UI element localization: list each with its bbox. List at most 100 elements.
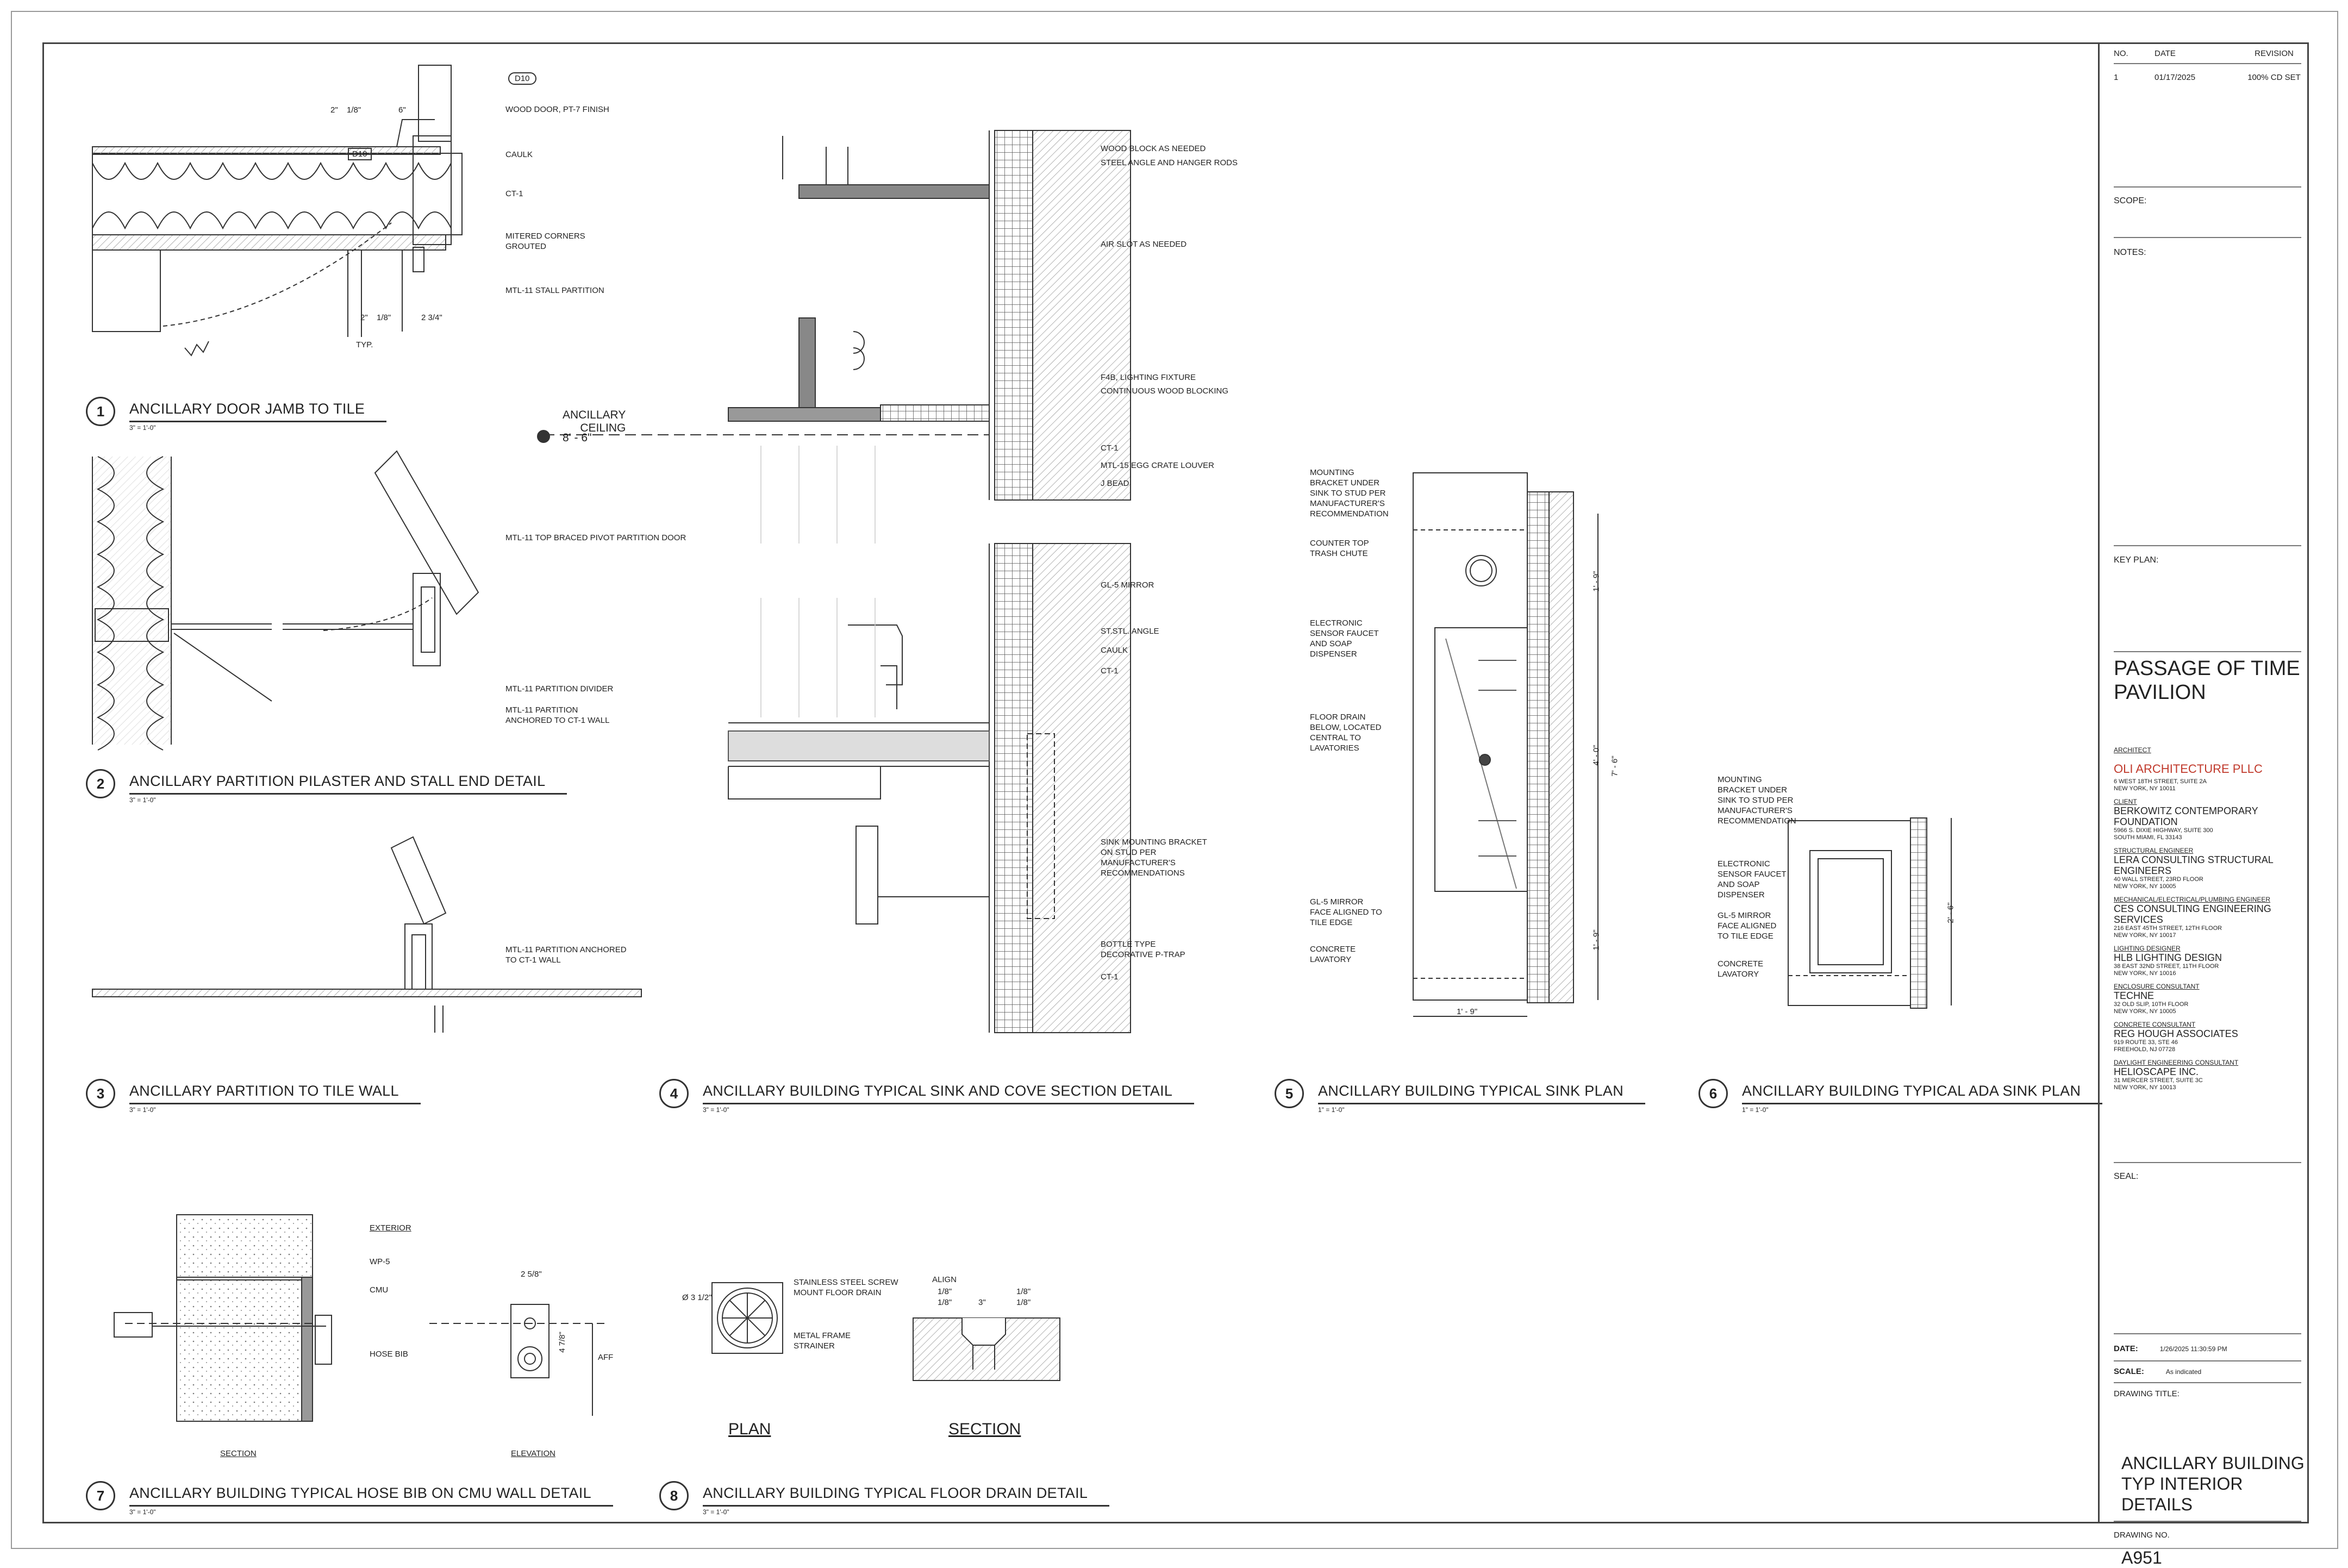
rev-col-revision: REVISION bbox=[2255, 49, 2294, 58]
dimension: 2" bbox=[360, 313, 368, 322]
detail-scale: 3" = 1'-0" bbox=[129, 1106, 156, 1114]
team-name: BERKOWITZ CONTEMPORARY FOUNDATION bbox=[2114, 805, 2258, 827]
dimension: 2 5/8" bbox=[521, 1270, 542, 1279]
callout-label: WOOD BLOCK AS NEEDED bbox=[1101, 144, 1206, 153]
callout-label: HOSE BIB bbox=[370, 1350, 408, 1359]
callout-label: BOTTLE TYPE DECORATIVE P-TRAP bbox=[1101, 940, 1185, 959]
team-role: ARCHITECT bbox=[2114, 746, 2151, 754]
notes-label: NOTES: bbox=[2114, 248, 2146, 257]
callout-label: MTL-11 STALL PARTITION bbox=[505, 286, 604, 295]
detail-number: 7 bbox=[86, 1481, 115, 1510]
callout-label: COUNTER TOP TRASH CHUTE bbox=[1310, 539, 1369, 558]
callout-label: WP-5 bbox=[370, 1257, 390, 1266]
detail-scale: 3" = 1'-0" bbox=[129, 1508, 156, 1516]
team-name: HELIOSCAPE INC. bbox=[2114, 1066, 2199, 1077]
team-address: 32 OLD SLIP, 10TH FLOOR NEW YORK, NY 100… bbox=[2114, 1001, 2189, 1015]
team-name: CES CONSULTING ENGINEERING SERVICES bbox=[2114, 903, 2271, 925]
detail-title: ANCILLARY BUILDING TYPICAL SINK PLAN bbox=[1318, 1083, 1646, 1104]
detail-5-drawing bbox=[1413, 472, 1598, 1017]
ceiling-height: 8' - 6" bbox=[563, 432, 592, 444]
detail-number: 6 bbox=[1698, 1079, 1728, 1108]
callout-label: MOUNTING BRACKET UNDER SINK TO STUD PER … bbox=[1310, 468, 1389, 518]
detail-4-drawing bbox=[537, 130, 1131, 1033]
callout-label: WOOD DOOR, PT-7 FINISH bbox=[505, 105, 609, 114]
callout-label: CMU bbox=[370, 1285, 389, 1295]
view-label: SECTION bbox=[220, 1449, 257, 1458]
architect-logo: OLI ARCHITECTURE PLLC bbox=[2114, 754, 2309, 778]
detail-scale: 1" = 1'-0" bbox=[1742, 1106, 1769, 1114]
revision-row: 1 01/17/2025 100% CD SET bbox=[2114, 73, 2315, 82]
drawing-number: A951 bbox=[2121, 1548, 2162, 1567]
ceiling-label: ANCILLARY CEILING bbox=[563, 409, 626, 434]
callout-label: CAULK bbox=[505, 150, 533, 159]
team-role: CONCRETE CONSULTANT bbox=[2114, 1021, 2196, 1028]
detail-number: 5 bbox=[1275, 1079, 1304, 1108]
callout-label: MTL-11 PARTITION DIVIDER bbox=[505, 684, 614, 694]
date-label: DATE: bbox=[2114, 1344, 2138, 1353]
dimension: 1' - 9" bbox=[1457, 1007, 1478, 1016]
callout-label: CT-1 bbox=[505, 189, 523, 198]
team-address: 5966 S. DIXIE HIGHWAY, SUITE 300 SOUTH M… bbox=[2114, 827, 2213, 841]
callout-label: MTL-11 PARTITION ANCHORED TO CT-1 WALL bbox=[505, 945, 627, 965]
drawing-title-label: DRAWING TITLE: bbox=[2114, 1389, 2180, 1398]
callout-label: ST.STL. ANGLE bbox=[1101, 627, 1159, 636]
team-name: LERA CONSULTING STRUCTURAL ENGINEERS bbox=[2114, 854, 2274, 876]
callout-label: STEEL ANGLE AND HANGER RODS bbox=[1101, 158, 1238, 167]
team-name: HLB LIGHTING DESIGN bbox=[2114, 952, 2222, 963]
callout-label: MTL-11 TOP BRACED PIVOT PARTITION DOOR bbox=[505, 533, 686, 542]
key-plan-label: KEY PLAN: bbox=[2114, 555, 2159, 565]
detail-number: 2 bbox=[86, 769, 115, 798]
project-team: ARCHITECT OLI ARCHITECTURE PLLC 6 WEST 1… bbox=[2114, 741, 2309, 1091]
dimension: 2" bbox=[330, 105, 338, 115]
callout-label: MTL-15 EGG CRATE LOUVER bbox=[1101, 461, 1214, 470]
dimension: 2' - 6" bbox=[1946, 902, 1956, 923]
rev-col-no: NO. bbox=[2114, 49, 2128, 58]
dimension: TYP. bbox=[356, 340, 373, 349]
project-name: PASSAGE OF TIME PAVILION bbox=[2114, 657, 2300, 704]
scale-row: SCALE:As indicated bbox=[2114, 1367, 2201, 1376]
callout-label: SINK MOUNTING BRACKET ON STUD PER MANUFA… bbox=[1101, 838, 1207, 878]
detail-1-drawing bbox=[92, 65, 463, 357]
detail-scale: 1" = 1'-0" bbox=[1318, 1106, 1345, 1114]
date-row: DATE: 1/26/2025 11:30:59 PM bbox=[2114, 1344, 2227, 1353]
callout-label: CONCRETE LAVATORY bbox=[1718, 959, 1764, 979]
team-role: LIGHTING DESIGNER bbox=[2114, 945, 2181, 952]
drawing-title: ANCILLARY BUILDING TYP INTERIOR DETAILS bbox=[2121, 1453, 2305, 1514]
detail-title: ANCILLARY PARTITION TO TILE WALL bbox=[129, 1083, 421, 1104]
detail-2-drawing bbox=[92, 450, 479, 751]
scale-value: As indicated bbox=[2165, 1368, 2202, 1376]
dimension: 1/8" bbox=[347, 105, 361, 115]
team-role: MECHANICAL/ELECTRICAL/PLUMBING ENGINEER bbox=[2114, 896, 2271, 903]
dimension: 1/8" bbox=[1016, 1287, 1031, 1296]
detail-linework bbox=[92, 65, 1952, 1422]
callout-label: MITERED CORNERS GROUTED bbox=[505, 232, 585, 251]
dimension: 1/8" bbox=[1016, 1298, 1031, 1307]
dimension: 1' - 9" bbox=[1591, 929, 1601, 951]
callout-label: ALIGN bbox=[932, 1275, 957, 1284]
detail-3-drawing bbox=[92, 836, 642, 1033]
detail-scale: 3" = 1'-0" bbox=[703, 1508, 729, 1516]
dimension: 1/8" bbox=[377, 313, 391, 322]
dimension: 4 7/8" bbox=[557, 1332, 567, 1353]
callout-label: GL-5 MIRROR bbox=[1101, 580, 1154, 590]
dimension: 4' - 0" bbox=[1591, 745, 1601, 766]
detail-6-drawing bbox=[1788, 817, 1952, 1009]
dimension: 6" bbox=[398, 105, 406, 115]
drawing-sheet bbox=[42, 42, 2309, 1523]
detail-title: ANCILLARY PARTITION PILASTER AND STALL E… bbox=[129, 773, 567, 795]
drawing-no-label: DRAWING NO. bbox=[2114, 1530, 2170, 1540]
callout-label: METAL FRAME STRAINER bbox=[794, 1331, 851, 1351]
callout-label: F4b, LIGHTING FIXTURE bbox=[1101, 373, 1196, 382]
dimension: 2 3/4" bbox=[421, 313, 442, 322]
team-role: STRUCTURAL ENGINEER bbox=[2114, 847, 2194, 854]
dimension: 1/8" bbox=[938, 1287, 952, 1296]
detail-title: ANCILLARY BUILDING TYPICAL HOSE BIB ON C… bbox=[129, 1485, 613, 1507]
team-address: 919 ROUTE 33, STE 46 FREEHOLD, NJ 07728 bbox=[2114, 1039, 2178, 1053]
view-label: ELEVATION bbox=[511, 1449, 555, 1458]
date-value: 1/26/2025 11:30:59 PM bbox=[2159, 1345, 2227, 1353]
rev-date: 01/17/2025 bbox=[2155, 73, 2196, 82]
door-tag: D10 bbox=[508, 72, 536, 85]
view-label: SECTION bbox=[948, 1420, 1021, 1438]
callout-label: CONTINUOUS WOOD BLOCKING bbox=[1101, 386, 1229, 396]
revision-table-header: NO. DATE REVISION bbox=[2114, 49, 2315, 58]
